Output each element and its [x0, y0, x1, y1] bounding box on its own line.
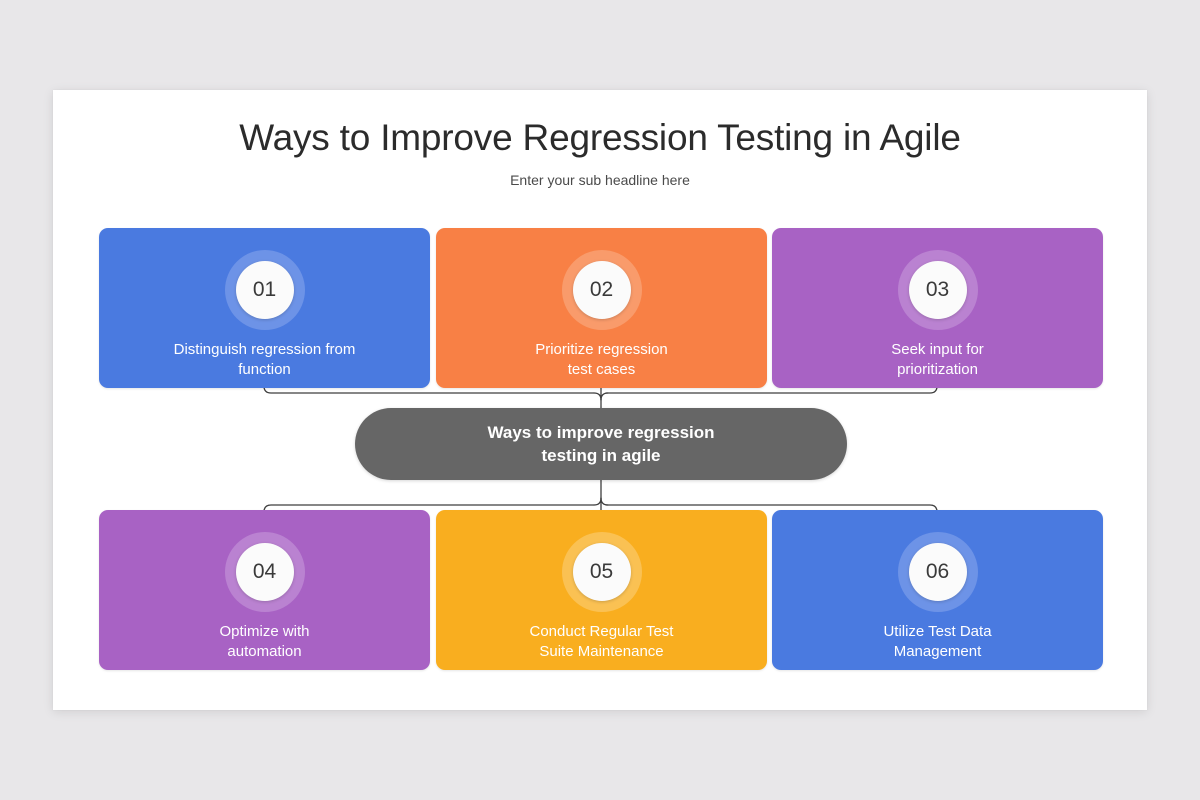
card-label-02-line2: test cases [567, 361, 636, 378]
card-label-04-line2: automation [227, 643, 302, 660]
connector-top-join-right [600, 392, 609, 401]
card-label-04: Optimize with automation [120, 622, 410, 662]
card-02[interactable]: 02 Prioritize regression test cases [436, 228, 767, 388]
card-04[interactable]: 04 Optimize with automation [99, 510, 430, 670]
card-01[interactable]: 01 Distinguish regression from function [99, 228, 430, 388]
badge-number-03: 03 [908, 261, 967, 319]
card-label-03-line1: Seek input for [891, 341, 984, 358]
card-label-05: Conduct Regular Test Suite Maintenance [457, 622, 747, 662]
badge-number-01: 01 [235, 261, 294, 319]
center-node-label-line2: testing in agile [541, 446, 661, 465]
badge-number-02: 02 [572, 261, 631, 319]
center-node[interactable]: Ways to improve regression testing in ag… [355, 408, 847, 480]
card-label-04-line1: Optimize with [219, 623, 310, 640]
card-05[interactable]: 05 Conduct Regular Test Suite Maintenanc… [436, 510, 767, 670]
card-label-01-line1: Distinguish regression from [173, 341, 356, 358]
card-label-02-line1: Prioritize regression [535, 341, 668, 358]
card-label-01-line2: function [238, 361, 291, 378]
center-node-label-line1: Ways to improve regression [487, 423, 715, 442]
card-06[interactable]: 06 Utilize Test Data Management [772, 510, 1103, 670]
badge-ring-03: 03 [897, 250, 978, 330]
card-label-03: Seek input for prioritization [793, 340, 1083, 380]
badge-ring-05: 05 [561, 532, 642, 612]
card-label-06-line1: Utilize Test Data [883, 623, 992, 640]
page-subtitle: Enter your sub headline here [510, 172, 690, 188]
card-label-06: Utilize Test Data Management [793, 622, 1083, 662]
card-label-01: Distinguish regression from function [120, 340, 410, 380]
badge-ring-06: 06 [897, 532, 978, 612]
badge-number-04: 04 [235, 543, 294, 601]
connector-top-join-left [593, 392, 602, 401]
connector-bottom-join-left [593, 497, 602, 506]
card-label-05-line1: Conduct Regular Test [529, 623, 674, 640]
badge-ring-04: 04 [224, 532, 305, 612]
badge-ring-02: 02 [561, 250, 642, 330]
badge-number-05: 05 [572, 543, 631, 601]
card-03[interactable]: 03 Seek input for prioritization [772, 228, 1103, 388]
slide-canvas: Ways to Improve Regression Testing in Ag… [53, 90, 1147, 710]
card-label-05-line2: Suite Maintenance [539, 643, 664, 660]
connector-bottom-join-right [600, 497, 609, 506]
badge-ring-01: 01 [224, 250, 305, 330]
card-label-03-line2: prioritization [897, 361, 978, 378]
page-title: Ways to Improve Regression Testing in Ag… [239, 117, 961, 158]
center-node-label: Ways to improve regression testing in ag… [487, 421, 714, 467]
card-label-06-line2: Management [893, 643, 982, 660]
badge-number-06: 06 [908, 543, 967, 601]
card-label-02: Prioritize regression test cases [457, 340, 747, 380]
